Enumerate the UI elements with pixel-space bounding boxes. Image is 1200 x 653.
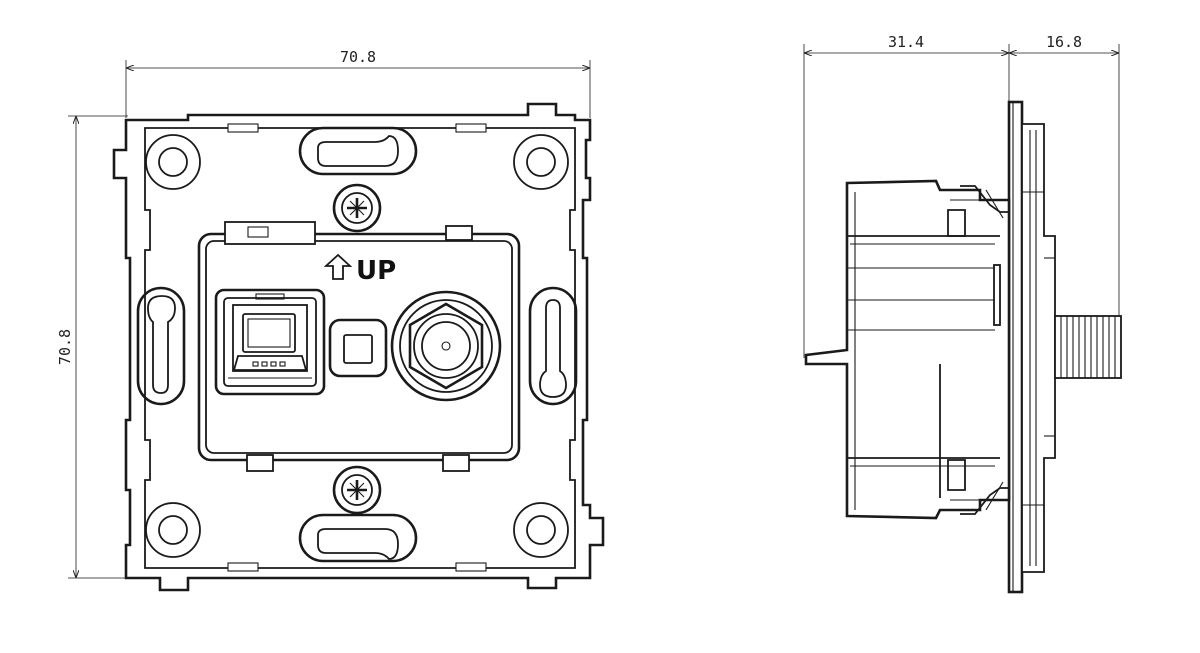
- front-view: 70.8 70.8: [56, 48, 605, 592]
- height-dimension: 70.8: [56, 115, 128, 579]
- socket-module: UP: [197, 221, 521, 472]
- module-clip-bottom-left: [246, 454, 274, 472]
- indicator-square: [328, 318, 388, 378]
- top-clip-right: [455, 123, 487, 133]
- connector-dimension-label: 16.8: [1046, 33, 1082, 51]
- inner-frame: [144, 127, 576, 569]
- width-dimension: 70.8: [125, 48, 591, 118]
- depth-dimension: 31.4 16.8: [803, 33, 1120, 358]
- side-view: 31.4 16.8: [803, 33, 1122, 594]
- screw-bottom: [332, 465, 382, 515]
- slot-left: [136, 286, 186, 406]
- screw-top: [332, 183, 382, 233]
- module-clip-bottom-right: [442, 454, 470, 472]
- mounting-plate: [1007, 100, 1056, 594]
- mounting-hole-top-left: [145, 134, 201, 190]
- depth-dimension-label: 31.4: [888, 33, 924, 51]
- slot-top: [298, 126, 418, 176]
- bottom-clip-right: [455, 562, 487, 572]
- top-clip-left: [227, 123, 259, 133]
- rj45-port: [214, 288, 326, 396]
- up-arrow-icon: [323, 253, 353, 280]
- coax-thread: [1054, 315, 1122, 379]
- coax-connector: [390, 290, 502, 402]
- module-clip-top-right: [445, 225, 473, 241]
- slot-right: [528, 286, 578, 406]
- up-label: UP: [356, 256, 396, 286]
- module-latch-top: [224, 221, 316, 245]
- height-dimension-label: 70.8: [56, 329, 74, 365]
- width-dimension-label: 70.8: [340, 48, 376, 66]
- mounting-hole-bottom-left: [145, 502, 201, 558]
- mounting-hole-bottom-right: [513, 502, 569, 558]
- mounting-hole-top-right: [513, 134, 569, 190]
- module-housing: [804, 179, 1011, 520]
- bottom-clip-left: [227, 562, 259, 572]
- slot-bottom: [298, 513, 418, 563]
